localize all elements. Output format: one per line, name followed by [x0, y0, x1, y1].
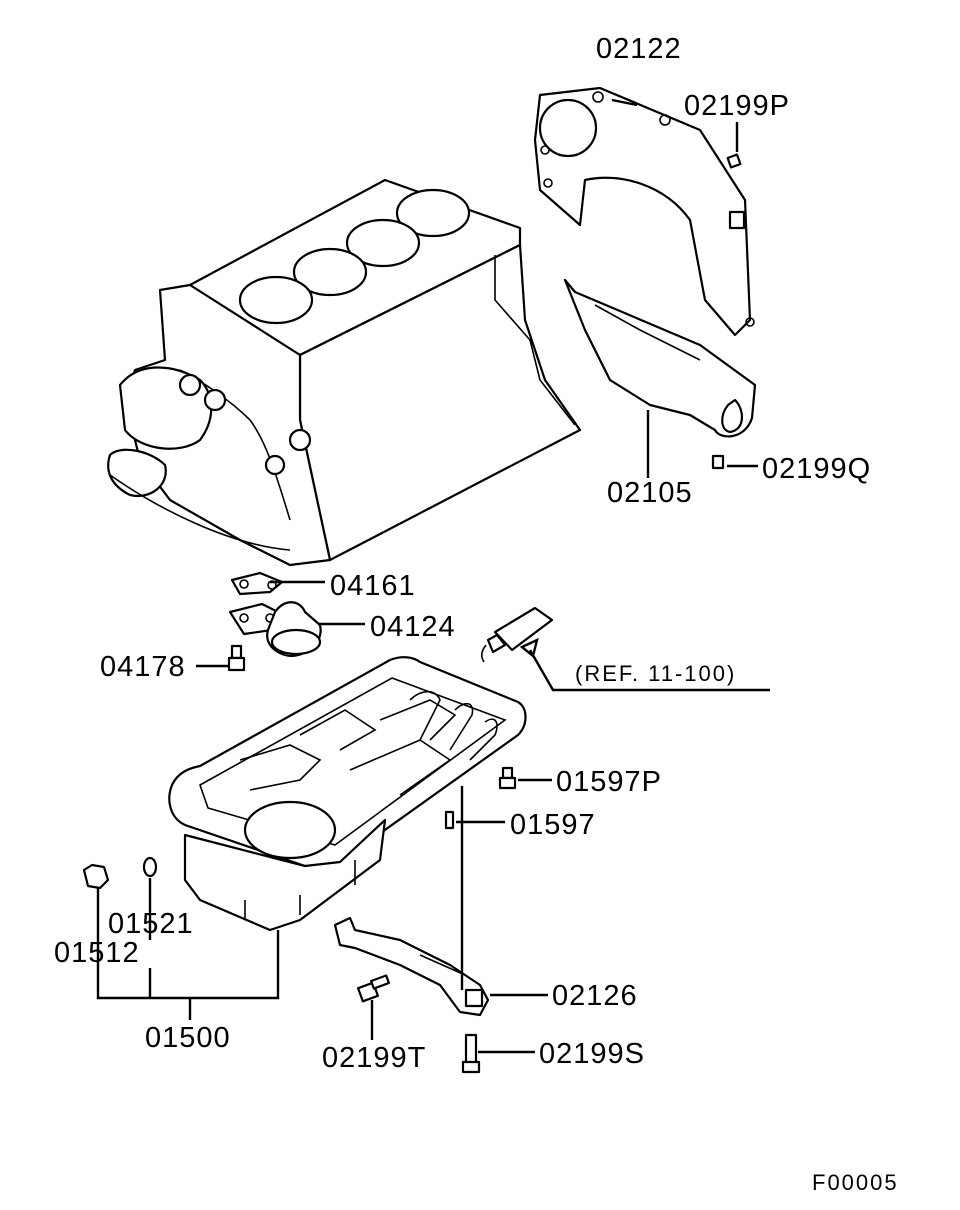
bolt-02199S — [461, 1033, 481, 1074]
label-04124: 04124 — [370, 611, 456, 643]
strainer-04124 — [228, 601, 322, 658]
label-02199P: 02199P — [684, 90, 790, 122]
bolt-01597P — [498, 766, 517, 790]
bracket-02126 — [333, 916, 490, 1017]
label-04161: 04161 — [330, 570, 416, 602]
bolt-02199Q — [711, 454, 725, 470]
label-01597: 01597 — [510, 809, 596, 841]
label-ref: (REF. 11-100) — [575, 661, 736, 686]
oil-pan-01500 — [168, 656, 527, 932]
bolt-04178 — [227, 644, 246, 672]
figure-code: F00005 — [812, 1170, 899, 1195]
label-02122: 02122 — [596, 33, 682, 65]
gasket-01521 — [142, 856, 158, 878]
drain-plug-01512 — [82, 863, 110, 890]
bolt-02199P — [726, 153, 742, 169]
leader-lines — [96, 98, 770, 1054]
lower-cover-02105 — [563, 278, 757, 438]
label-01500: 01500 — [145, 1022, 231, 1054]
bolt-02199T — [356, 974, 390, 1003]
gasket-04161 — [230, 571, 284, 596]
label-02105: 02105 — [607, 477, 693, 509]
engine-block — [107, 178, 582, 567]
rear-plate-02122 — [533, 86, 755, 337]
label-04178: 04178 — [100, 651, 186, 683]
label-02199Q: 02199Q — [762, 453, 871, 485]
label-02199S: 02199S — [539, 1038, 645, 1070]
label-01512: 01512 — [54, 937, 140, 969]
bolt-01597 — [444, 810, 455, 830]
label-01521: 01521 — [108, 908, 194, 940]
sealant-tube — [481, 606, 554, 663]
label-02199T: 02199T — [322, 1042, 426, 1074]
label-02126: 02126 — [552, 980, 638, 1012]
label-01597P: 01597P — [556, 766, 662, 798]
